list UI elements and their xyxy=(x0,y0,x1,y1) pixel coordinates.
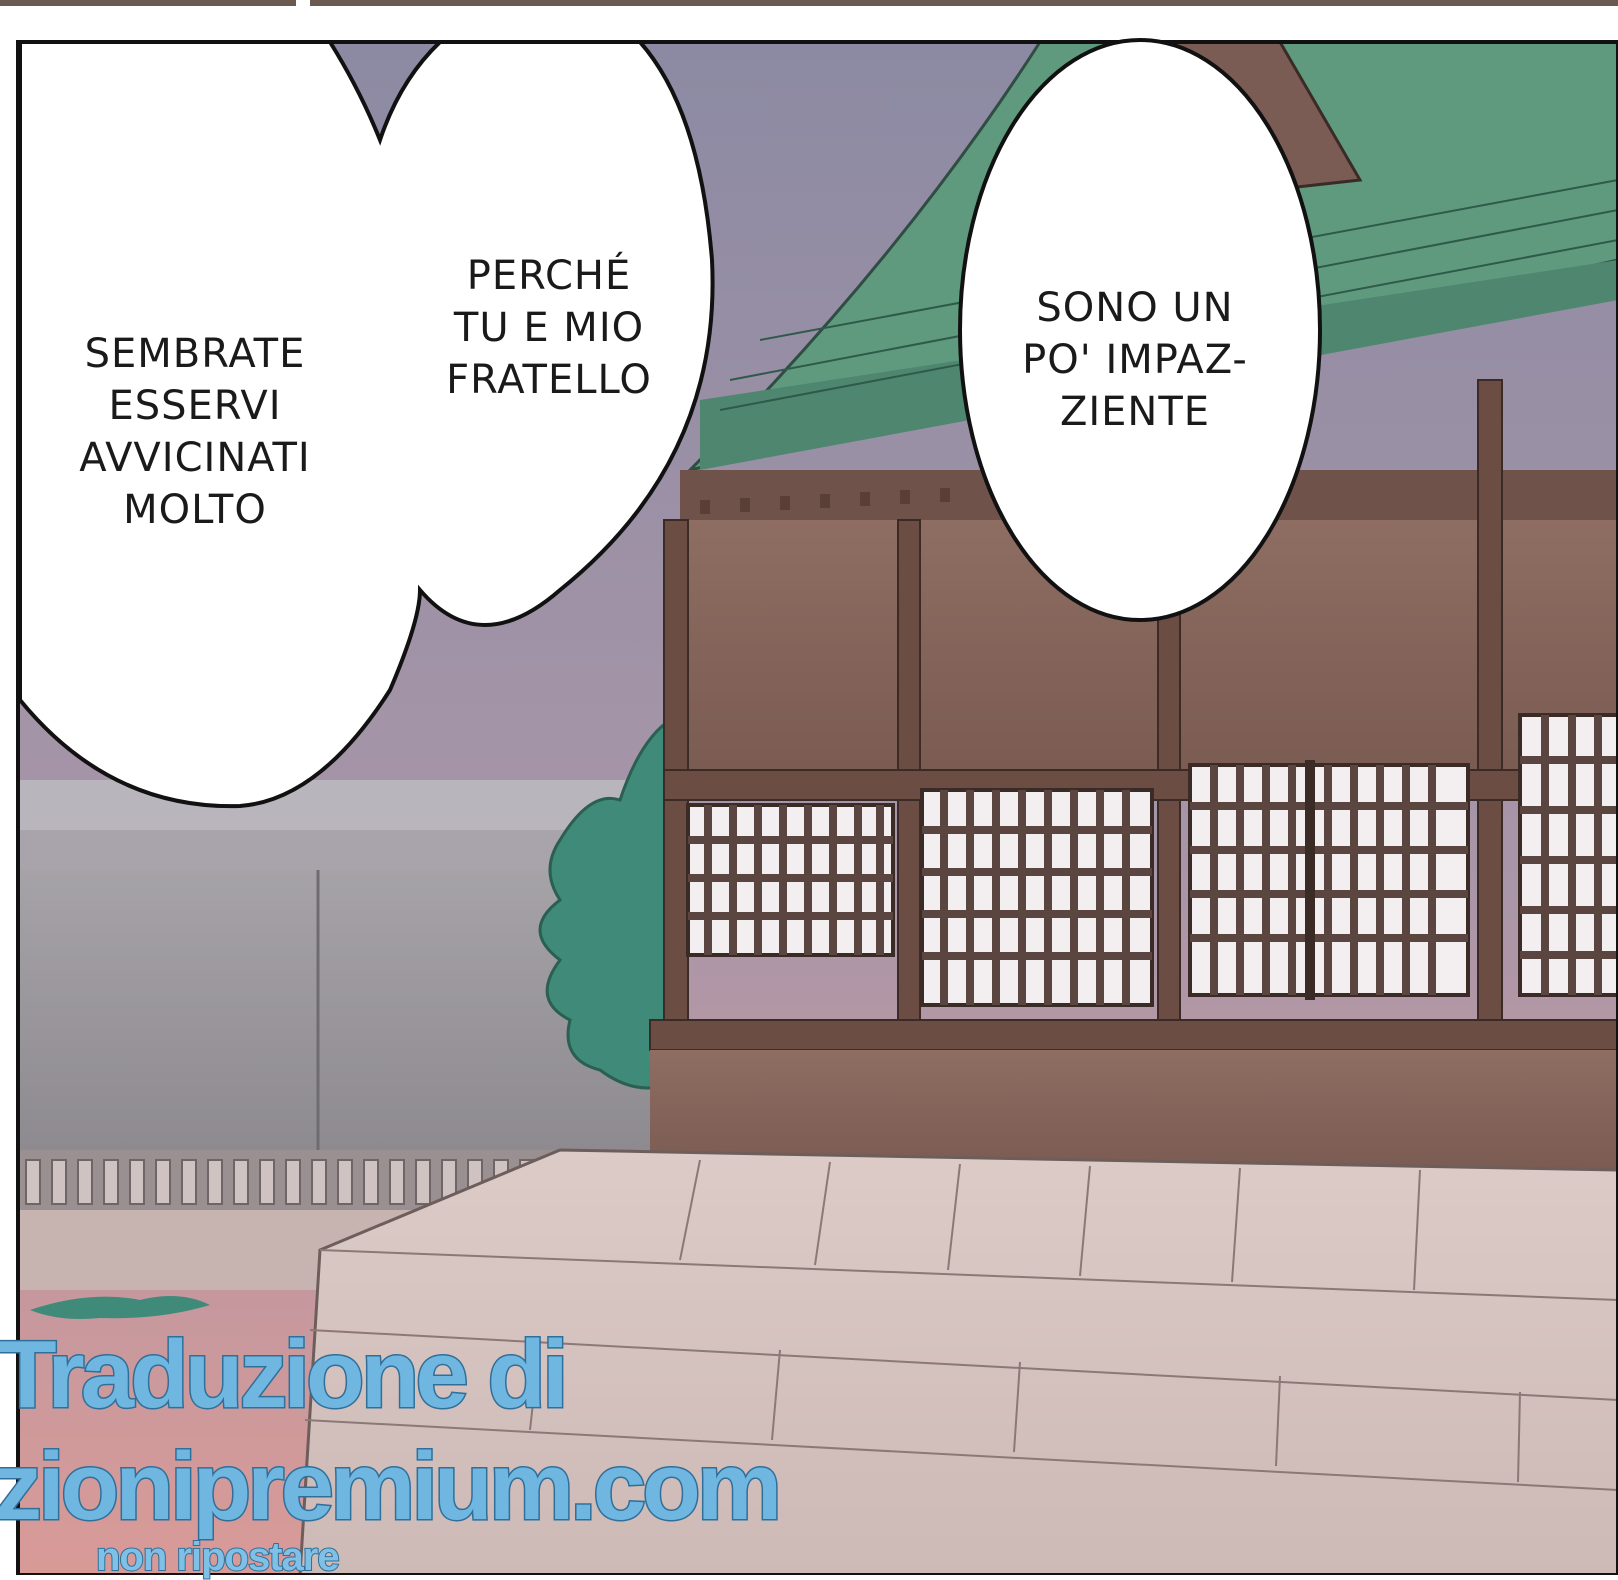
panel-border xyxy=(16,40,1618,1575)
lattice-window-2 xyxy=(920,788,1154,1007)
stone-platform xyxy=(298,1148,1618,1575)
speech-bubble-left xyxy=(18,40,715,809)
watermark-line-2: zionipremium.com xyxy=(0,1432,784,1542)
bubble-right-line-3: ZIENTE xyxy=(1059,389,1211,435)
bubble-text-middle: PERCHÉ TU E MIO FRATELLO xyxy=(424,250,674,406)
bubble-text-left: SEMBRATE ESSERVI AVVICINATI MOLTO xyxy=(64,328,326,536)
bubble-middle-line-1: PERCHÉ xyxy=(466,253,632,299)
bubble-middle-line-2: TU E MIO xyxy=(453,305,645,351)
bubble-right-line-2: PO' IMPAZ- xyxy=(1022,337,1248,383)
lattice-window-3 xyxy=(1188,760,1470,1000)
bubble-left-line-1: SEMBRATE xyxy=(84,331,306,377)
watermark-line-1: Traduzione di xyxy=(0,1320,570,1430)
bubble-text-right: SONO UN PO' IMPAZ- ZIENTE xyxy=(1000,282,1270,438)
bubble-left-line-2: ESSERVI xyxy=(108,383,282,429)
lattice-window-4 xyxy=(1518,713,1618,997)
bubble-left-line-3: AVVICINATI xyxy=(79,435,311,481)
tree xyxy=(30,717,682,1319)
speech-bubble-right xyxy=(958,38,1322,622)
bubble-middle-line-3: FRATELLO xyxy=(446,357,652,403)
bubble-right-line-1: SONO UN xyxy=(1036,285,1234,331)
lattice-window-1 xyxy=(686,803,895,957)
previous-panel-strip xyxy=(0,0,1618,10)
bubble-left-line-4: MOLTO xyxy=(123,487,267,533)
watermark-line-3: non ripostare xyxy=(95,1534,341,1580)
